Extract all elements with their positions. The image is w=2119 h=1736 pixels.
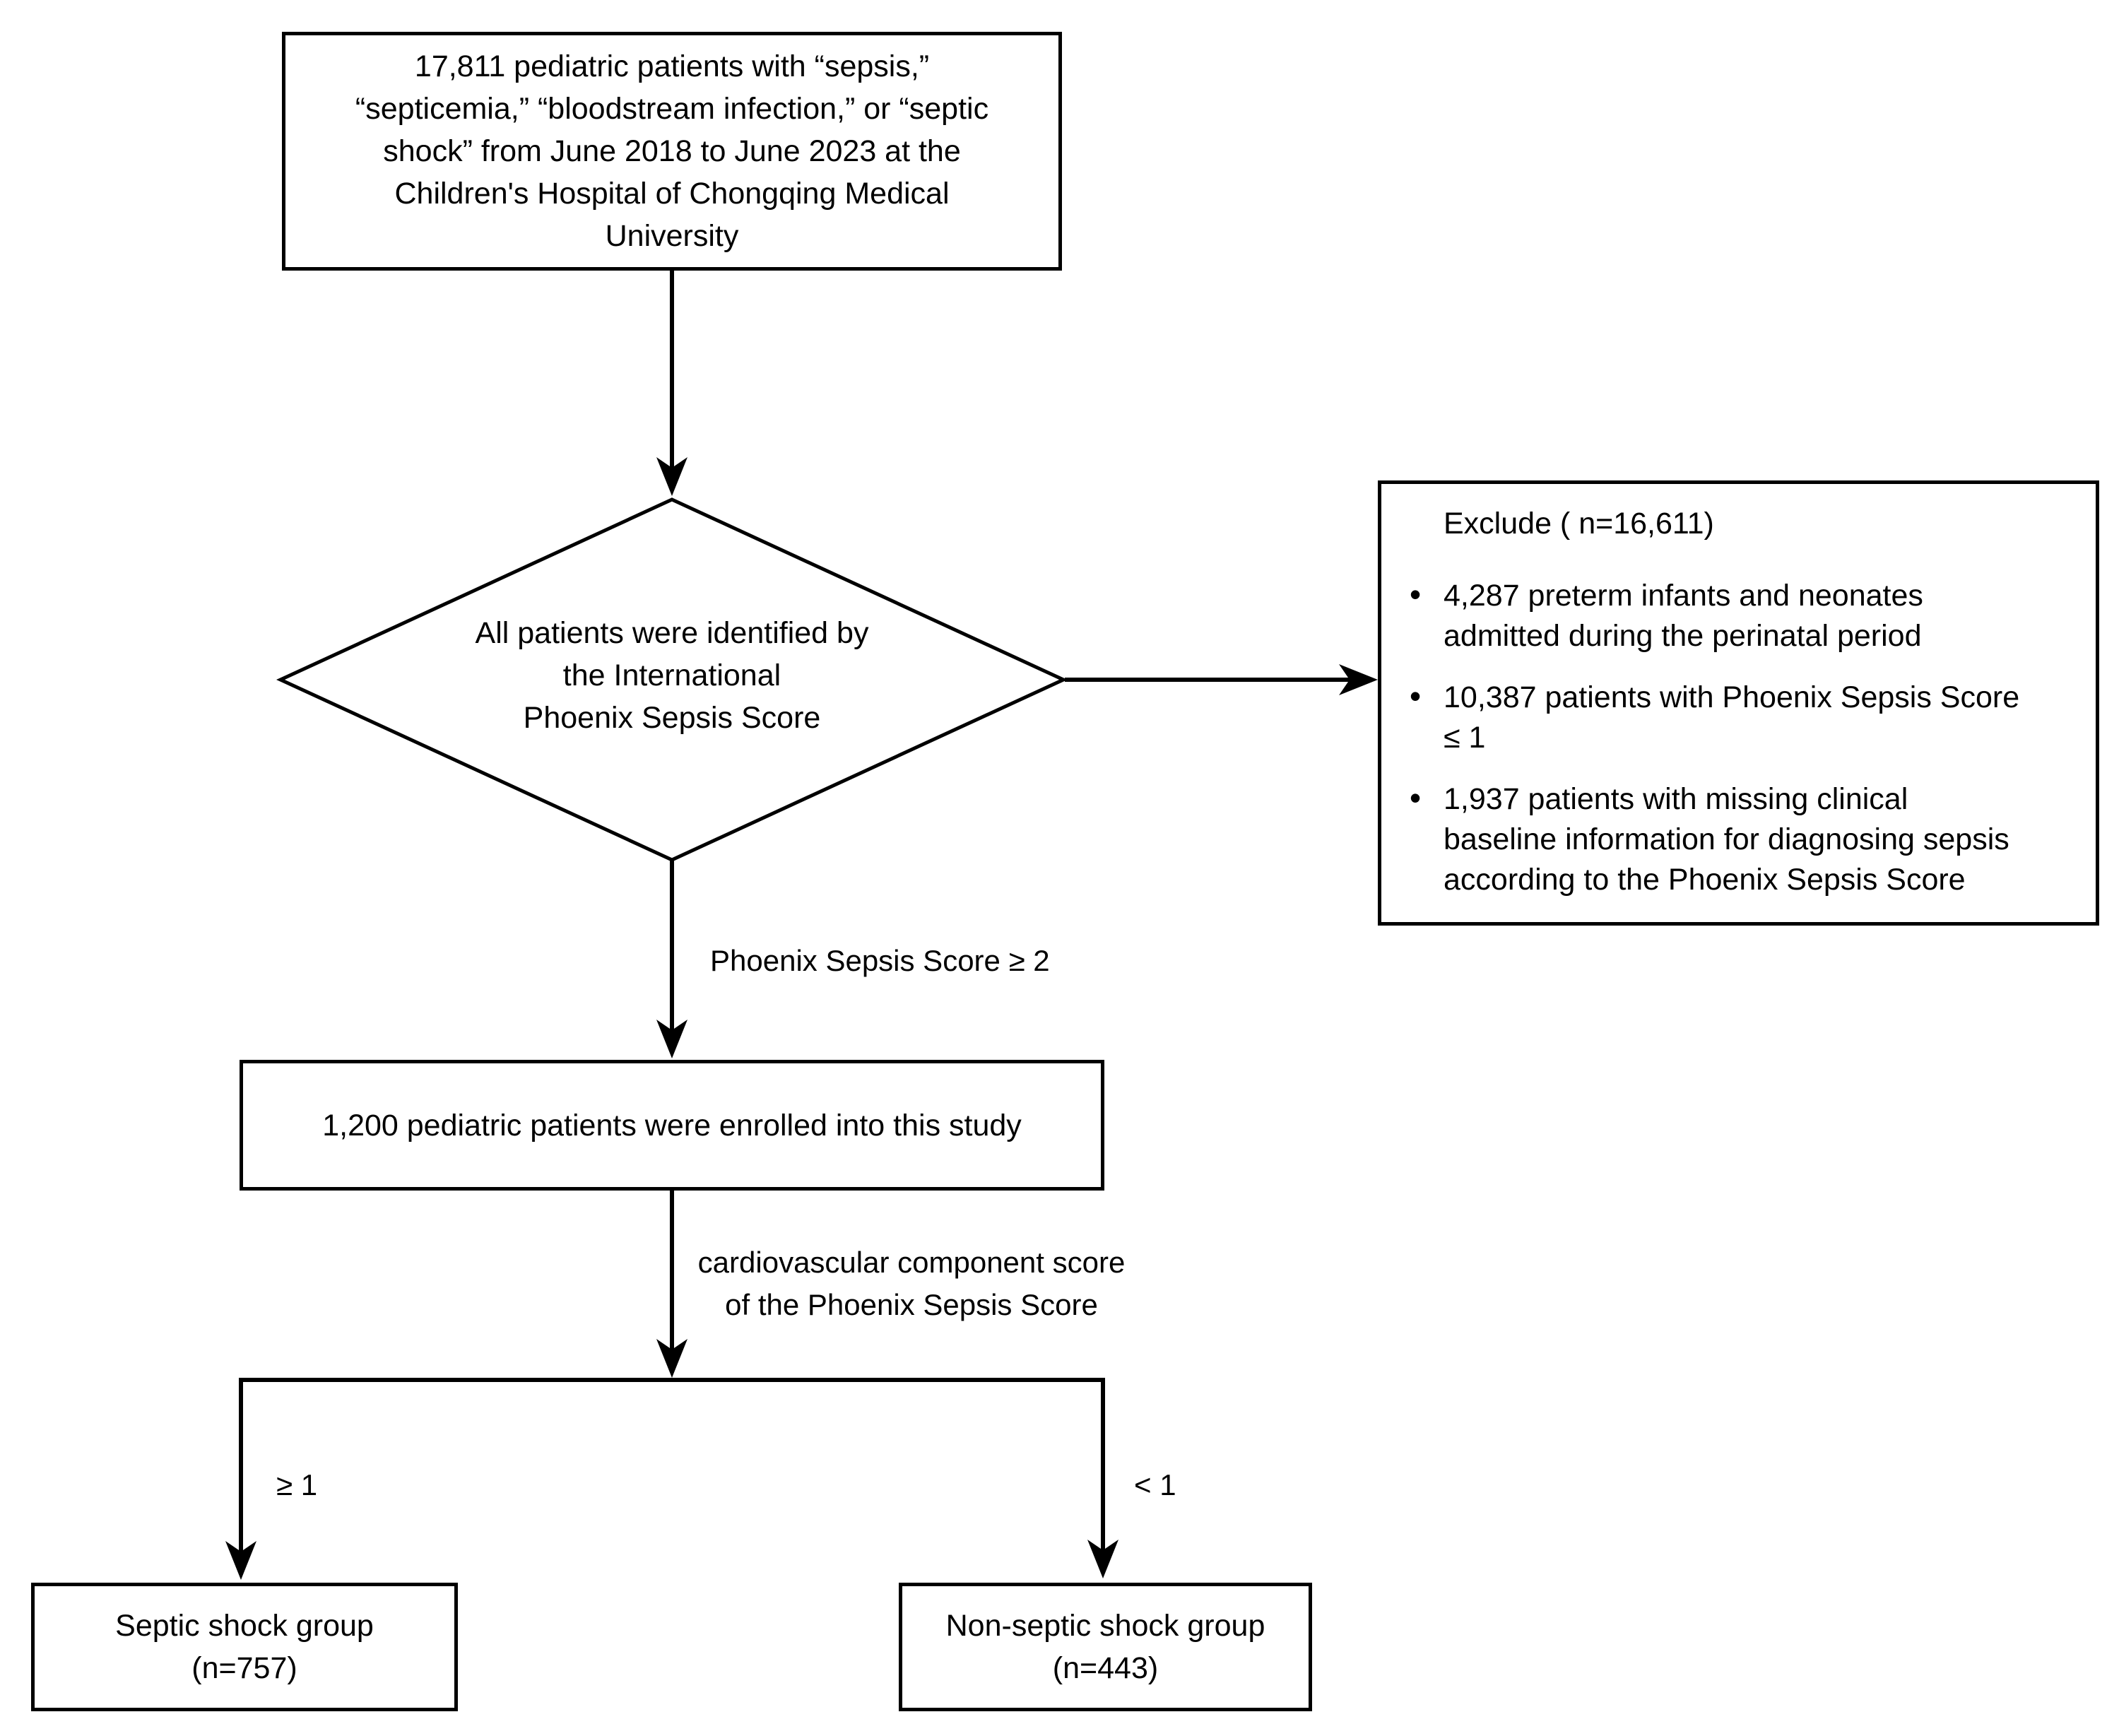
split-criterion-label: cardiovascular component score of the Ph…: [697, 1246, 1126, 1321]
exclude-item-low-score: 10,387 patients with Phoenix Sepsis Scor…: [1381, 676, 2082, 758]
arrowhead-initial-to-decision: [656, 457, 687, 496]
septic-shock-group-box: Septic shock group (n=757): [31, 1583, 458, 1711]
arrowhead-decision-to-enrolled: [656, 1020, 687, 1058]
initial-cohort-box: 17,811 pediatric patients with “sepsis,”…: [282, 32, 1062, 271]
arrowhead-branch-to-nonseptic: [1087, 1540, 1118, 1578]
exclude-box: Exclude ( n=16,611) 4,287 preterm infant…: [1378, 480, 2099, 926]
exclude-list: 4,287 preterm infants and neonates admit…: [1381, 574, 2082, 900]
left-branch-condition-label: ≥ 1: [276, 1468, 318, 1501]
enrolled-box: 1,200 pediatric patients were enrolled i…: [240, 1060, 1104, 1191]
decision-diamond-text: All patients were identified by the Inte…: [475, 616, 869, 735]
enrolled-text: 1,200 pediatric patients were enrolled i…: [322, 1108, 1022, 1142]
septic-shock-group-text: Septic shock group (n=757): [115, 1609, 374, 1685]
exclude-item-preterm: 4,287 preterm infants and neonates admit…: [1381, 574, 2082, 656]
initial-cohort-text: 17,811 pediatric patients with “sepsis,”…: [355, 49, 989, 253]
arrowhead-enrolled-to-branch: [656, 1339, 687, 1378]
inclusion-criterion-label: Phoenix Sepsis Score ≥ 2: [710, 944, 1050, 977]
non-septic-shock-group-box: Non-septic shock group (n=443): [899, 1583, 1312, 1711]
right-branch-condition-label: < 1: [1134, 1468, 1176, 1501]
arrowhead-decision-to-exclude: [1339, 664, 1378, 695]
arrowhead-branch-to-septic: [225, 1541, 256, 1580]
non-septic-shock-group-text: Non-septic shock group (n=443): [945, 1609, 1265, 1685]
exclude-title: Exclude ( n=16,611): [1444, 507, 1714, 541]
exclude-item-missing-data: 1,937 patients with missing clinical bas…: [1381, 778, 2082, 900]
